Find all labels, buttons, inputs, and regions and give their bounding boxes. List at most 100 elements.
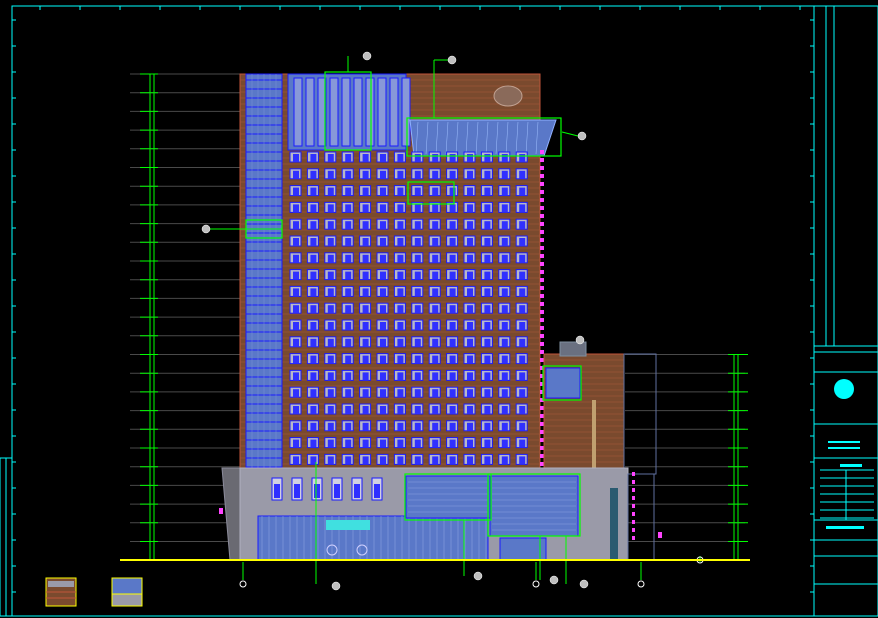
- edge-marker: [540, 318, 544, 322]
- title-bar: [828, 447, 860, 449]
- top-glass-panel: [389, 77, 399, 147]
- window-pane: [484, 406, 491, 414]
- window-pane: [397, 288, 404, 297]
- window-pane: [449, 154, 456, 162]
- window-pane: [345, 221, 352, 230]
- rooftop-oval: [493, 85, 523, 107]
- window-pane: [449, 322, 456, 330]
- window-pane: [310, 422, 317, 431]
- window-pane: [414, 221, 421, 230]
- material-legend: [45, 577, 143, 607]
- window-pane: [345, 305, 352, 314]
- window-pane: [501, 170, 508, 179]
- window-pane: [293, 422, 299, 431]
- edge-marker: [219, 508, 223, 514]
- window-pane: [380, 322, 386, 330]
- window-pane: [380, 422, 386, 431]
- top-glass-panel: [293, 77, 303, 147]
- edge-marker: [540, 462, 544, 466]
- window-pane: [501, 355, 508, 364]
- window-pane: [310, 254, 317, 263]
- window-pane: [327, 221, 334, 230]
- window-pane: [310, 305, 317, 314]
- window-pane: [519, 305, 526, 314]
- window-pane: [467, 170, 473, 179]
- window-pane: [293, 305, 299, 314]
- window-pane: [345, 439, 352, 448]
- window-pane: [432, 221, 439, 230]
- window-pane: [345, 372, 352, 381]
- window-pane: [484, 338, 491, 347]
- window-pane: [327, 154, 334, 162]
- window-pane: [501, 204, 508, 213]
- window-pane: [519, 288, 526, 297]
- window-pane: [414, 456, 421, 465]
- window-pane: [449, 338, 456, 347]
- window-pane: [380, 355, 386, 364]
- edge-marker: [540, 454, 544, 458]
- window-pane: [501, 154, 508, 162]
- window-pane: [293, 439, 299, 448]
- window-pane: [519, 154, 526, 162]
- window-pane: [484, 154, 491, 162]
- window-pane: [345, 422, 352, 431]
- edge-marker: [540, 150, 544, 154]
- edge-marker: [540, 350, 544, 354]
- window-pane: [362, 355, 369, 364]
- canopy-rib: [535, 121, 539, 155]
- window-pane: [432, 305, 439, 314]
- window-pane: [484, 204, 491, 213]
- edge-marker: [632, 528, 635, 532]
- window-pane: [414, 238, 421, 246]
- edge-marker: [632, 504, 635, 508]
- canopy-rib: [415, 121, 419, 155]
- entrance-door-ring: [326, 544, 338, 556]
- edge-marker: [632, 480, 635, 484]
- edge-marker: [540, 406, 544, 410]
- window-pane: [293, 456, 299, 465]
- building-facade: [219, 73, 662, 561]
- window-pane: [397, 456, 404, 465]
- edge-marker: [540, 246, 544, 250]
- window-pane: [397, 254, 404, 263]
- window-pane: [501, 187, 508, 196]
- edge-marker: [540, 278, 544, 282]
- window-pane: [484, 372, 491, 381]
- axis-bubble: [532, 580, 540, 588]
- window-pane: [467, 422, 473, 431]
- callout-bubble: [331, 581, 341, 591]
- top-glass-panel: [341, 77, 351, 147]
- window-pane: [327, 439, 334, 448]
- window-pane: [467, 238, 473, 246]
- window-pane: [327, 170, 334, 179]
- canopy-rib: [445, 121, 449, 155]
- window-pane: [310, 406, 317, 414]
- window-pane: [519, 187, 526, 196]
- window-pane: [345, 338, 352, 347]
- callout-bubble: [579, 579, 589, 589]
- window-pane: [310, 355, 317, 364]
- window-pane: [501, 305, 508, 314]
- podium-right-post: [610, 488, 618, 560]
- annex-column: [592, 400, 596, 470]
- window-pane: [467, 288, 473, 297]
- window-pane: [397, 372, 404, 381]
- window-pane: [327, 372, 334, 381]
- window-pane: [345, 288, 352, 297]
- brick-swatch-icon: [45, 577, 77, 607]
- window-pane: [293, 170, 299, 179]
- window-pane: [327, 271, 334, 280]
- window-pane: [310, 204, 317, 213]
- window-pane: [362, 187, 369, 196]
- window-pane: [467, 204, 473, 213]
- window-pane: [380, 170, 386, 179]
- window-pane: [484, 422, 491, 431]
- window-pane: [310, 154, 317, 162]
- window-pane: [414, 338, 421, 347]
- edge-marker: [540, 446, 544, 450]
- window-pane: [397, 154, 404, 162]
- edge-marker: [540, 302, 544, 306]
- window-pane: [293, 154, 299, 162]
- window-pane: [414, 204, 421, 213]
- edge-marker: [540, 326, 544, 330]
